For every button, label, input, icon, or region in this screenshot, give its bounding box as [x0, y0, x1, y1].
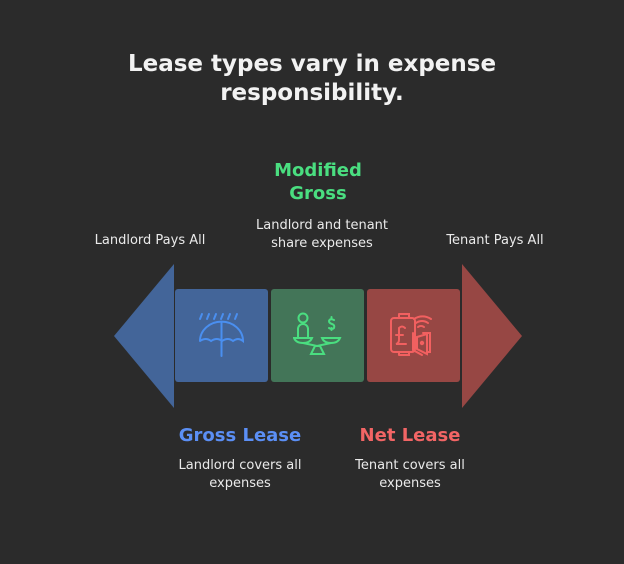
- gross-lease-desc: Landlord covers all expenses: [178, 458, 302, 491]
- umbrella-rain-icon: [198, 312, 244, 357]
- modified-gross-title: Modified Gross: [274, 160, 362, 204]
- left-end-label: Landlord Pays All: [94, 233, 206, 248]
- page-title: Lease types vary in expense responsibili…: [127, 51, 497, 106]
- modified-gross-box: [271, 289, 364, 382]
- gross-lease-box: [175, 289, 268, 382]
- gross-lease-title: Gross Lease: [178, 425, 302, 446]
- right-arrowhead: [462, 264, 522, 408]
- pound-wallet-payment-icon: [389, 312, 432, 356]
- right-end-label: Tenant Pays All: [446, 233, 544, 248]
- net-lease-desc: Tenant covers all expenses: [355, 458, 465, 491]
- modified-gross-desc: Landlord and tenant share expenses: [256, 218, 388, 251]
- net-lease-title: Net Lease: [359, 425, 461, 446]
- left-arrowhead: [114, 264, 174, 408]
- balance-scale-icon: [292, 312, 341, 355]
- net-lease-box: [367, 289, 460, 382]
